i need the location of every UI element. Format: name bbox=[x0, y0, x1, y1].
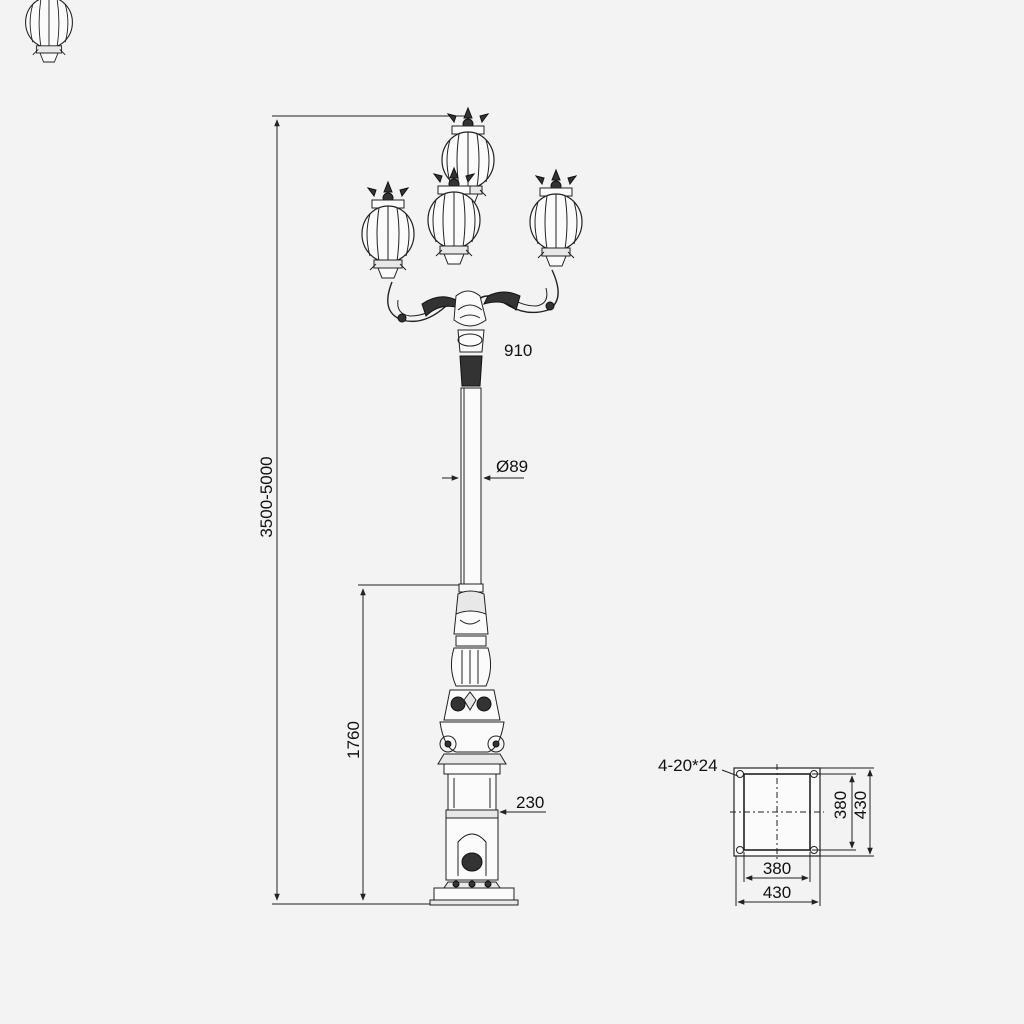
flange-inner-height: 380 bbox=[831, 791, 850, 819]
pole-diameter-label: Ø89 bbox=[496, 457, 528, 476]
total-height-dimension: 3500-5000 bbox=[257, 115, 465, 905]
base-width-dimension: 230 bbox=[499, 793, 546, 815]
flange-inner-width: 380 bbox=[763, 859, 791, 878]
flange-outer-width: 430 bbox=[763, 883, 791, 902]
ornamental-base bbox=[429, 583, 519, 906]
lamp-post bbox=[25, 0, 583, 906]
globe-right bbox=[529, 169, 583, 267]
scroll-arms bbox=[387, 269, 559, 323]
bolt-hole bbox=[736, 846, 744, 854]
base-width-label: 230 bbox=[516, 793, 544, 812]
bolt-spec-label: 4-20*24 bbox=[658, 756, 718, 775]
base-height-label: 1760 bbox=[344, 721, 363, 759]
pole-diameter-dimension: Ø89 bbox=[442, 457, 528, 481]
arm-span-label: 910 bbox=[504, 341, 532, 360]
globe-left bbox=[361, 181, 415, 279]
base-height-dimension: 1760 bbox=[344, 584, 460, 901]
total-height-label: 3500-5000 bbox=[257, 456, 276, 537]
globe-front bbox=[25, 0, 73, 63]
flange-outer-height: 430 bbox=[851, 791, 870, 819]
flange-plate-detail: 4-20*24 380 430 380 430 bbox=[658, 756, 874, 906]
bolt-hole bbox=[736, 770, 744, 778]
